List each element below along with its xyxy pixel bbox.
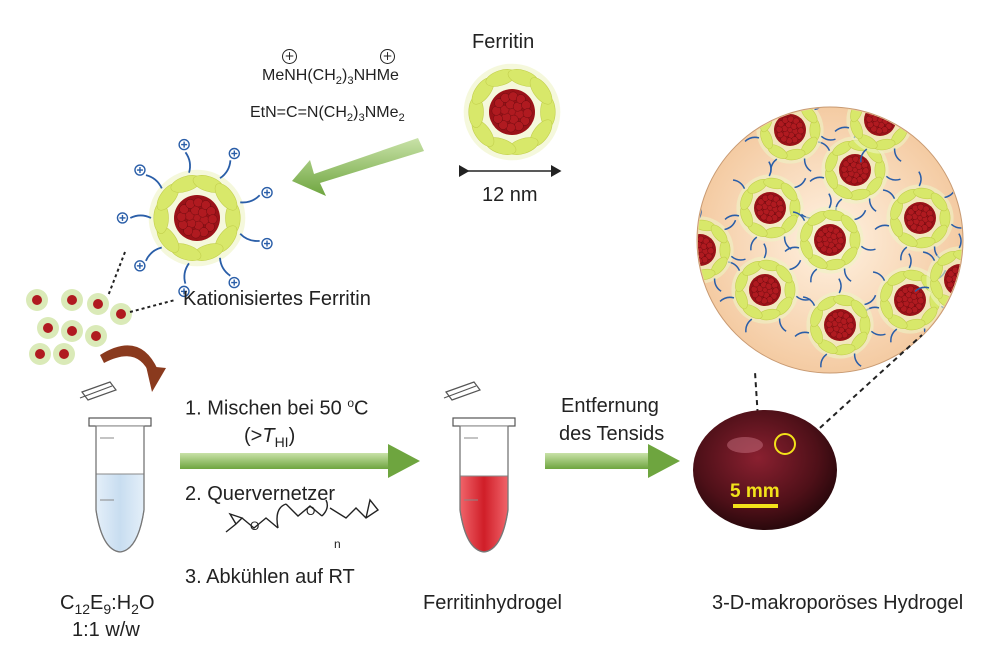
zoom-line-right (129, 299, 176, 313)
tube-hydrogel (443, 381, 516, 553)
reagent-diamine: MeNH(CH2)3NHMe (262, 67, 399, 88)
hydrogel-label: Ferritinhydrogel (423, 592, 562, 614)
removal-label-2: des Tensids (559, 423, 665, 445)
ratio-label: 1:1 w/w (72, 619, 140, 641)
crosslinker-structure (225, 498, 380, 533)
size-label: 12 nm (482, 184, 538, 206)
scale-bar (733, 504, 778, 508)
transfer-curved-arrow (100, 345, 166, 392)
removal-label-1: Entfernung (561, 395, 659, 417)
removal-arrow (545, 444, 680, 478)
scale-label: 5 mm (730, 481, 780, 502)
positive-charge-icon: + (282, 49, 297, 64)
zoom-line-gel-right (799, 334, 923, 447)
tube-surfactant (79, 381, 152, 553)
zoom-marker (774, 433, 796, 455)
step2-label: 2. Quervernetzer (185, 483, 336, 505)
reagent-carbodiimide: EtN=C=N(CH2)3NMe2 (250, 104, 405, 125)
positive-charge-icon: + (380, 49, 395, 64)
step3-label: 3. Abkühlen auf RT (185, 566, 355, 588)
macroporous-label: 3-D-makroporöses Hydrogel (712, 592, 964, 614)
cationized-ferritin-particle (116, 138, 273, 298)
zoom-line-left (107, 251, 126, 297)
crosslinker-o1: O (250, 519, 260, 533)
ferritin-title: Ferritin (472, 31, 535, 53)
cationized-label: Kationisiertes Ferritin (183, 288, 371, 310)
hydrogel-ball (693, 410, 837, 530)
surfactant-formula: C12E9:H2O (60, 592, 155, 617)
process-arrow (180, 444, 420, 478)
ferritin-cluster (26, 289, 132, 365)
step1-condition: (>THI) (244, 425, 296, 450)
crosslinker-n: n (334, 537, 341, 551)
cationization-arrow (292, 138, 424, 196)
ferritin-particle (463, 63, 561, 161)
crosslinker-o2: O (306, 504, 316, 518)
step1-label: 1. Mischen bei 50 oC (185, 396, 369, 420)
